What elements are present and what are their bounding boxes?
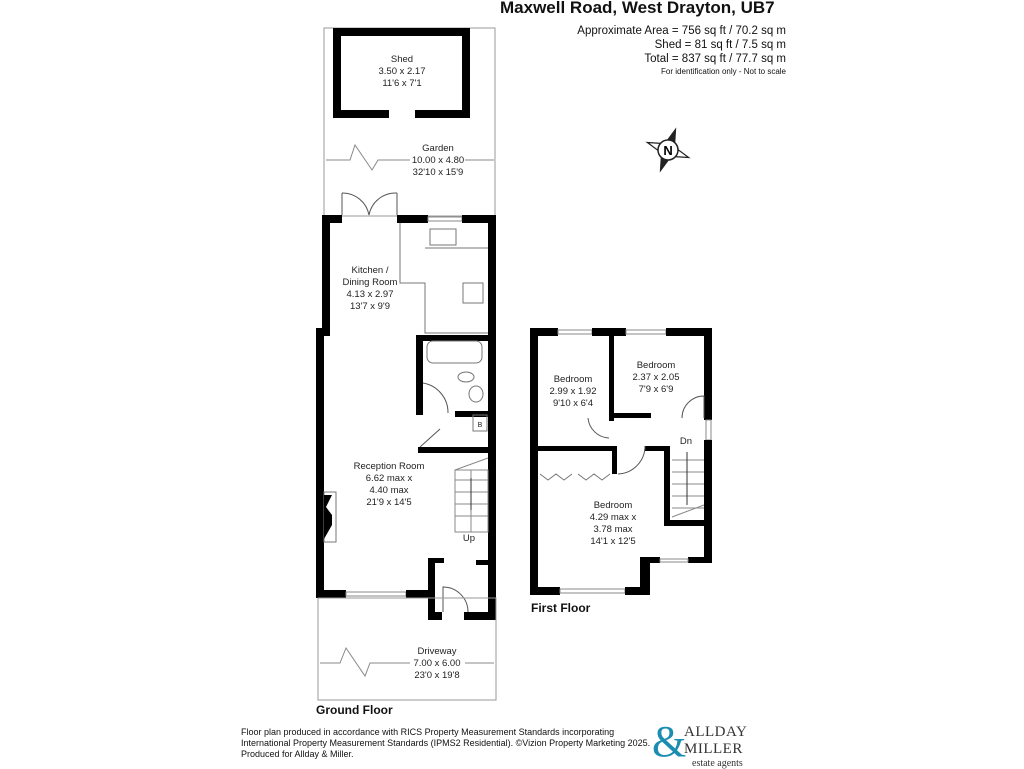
room-metric: 7.00 x 6.00 — [413, 658, 460, 669]
room-metric: 4.40 max — [369, 485, 408, 496]
room-name: Reception Room — [354, 461, 425, 472]
compass-label: N — [663, 143, 672, 158]
room-metric: 2.37 x 2.05 — [632, 372, 679, 383]
area-summary: Approximate Area = 756 sq ft / 70.2 sq m… — [577, 24, 786, 78]
room-imperial: 13'7 x 9'9 — [350, 301, 390, 312]
footer-disclaimer: Floor plan produced in accordance with R… — [241, 727, 650, 760]
room-name: Shed — [391, 54, 413, 65]
room-shed: Shed 3.50 x 2.17 11'6 x 7'1 — [378, 54, 425, 89]
ground-floor-label: Ground Floor — [316, 703, 393, 717]
room-imperial: 23'0 x 19'8 — [414, 670, 459, 681]
room-reception: Reception Room 6.62 max x 4.40 max 21'9 … — [354, 461, 425, 508]
room-garden: Garden 10.00 x 4.80 32'10 x 15'9 — [412, 143, 464, 178]
room-imperial: 14'1 x 12'5 — [590, 536, 635, 547]
room-name: Kitchen / — [352, 265, 389, 276]
stairs-down-label: Dn — [680, 436, 692, 447]
stairs-up-label: Up — [463, 533, 475, 544]
first-floor-plan: Dn — [530, 328, 712, 595]
room-kitchen-dining: Kitchen / Dining Room 4.13 x 2.97 13'7 x… — [343, 265, 398, 312]
logo-tagline: estate agents — [692, 758, 743, 769]
shed-area: Shed = 81 sq ft / 7.5 sq m — [654, 39, 786, 51]
room-metric: 3.78 max — [593, 524, 632, 535]
room-name: Bedroom — [637, 360, 676, 371]
approx-area: Approximate Area = 756 sq ft / 70.2 sq m — [577, 25, 786, 37]
room-metric: 2.99 x 1.92 — [549, 386, 596, 397]
room-name: Bedroom — [594, 500, 633, 511]
room-name: Dining Room — [343, 277, 398, 288]
room-name: Garden — [422, 143, 454, 154]
room-metric: 3.50 x 2.17 — [378, 66, 425, 77]
room-bedroom-1: Bedroom 4.29 max x 3.78 max 14'1 x 12'5 — [590, 500, 637, 547]
room-name: Bedroom — [554, 374, 593, 385]
footer-line: Floor plan produced in accordance with R… — [241, 727, 615, 737]
logo-ampersand: & — [652, 717, 687, 766]
footer-line: Produced for Allday & Miller. — [241, 749, 354, 759]
room-driveway: Driveway 7.00 x 6.00 23'0 x 19'8 — [413, 646, 460, 681]
room-name: Driveway — [417, 646, 456, 657]
boiler-label: B — [478, 422, 483, 429]
room-metric: 4.13 x 2.97 — [346, 289, 393, 300]
logo-line: ALLDAY — [684, 724, 748, 740]
compass-north-icon: N — [645, 127, 691, 173]
room-imperial: 7'9 x 6'9 — [639, 384, 674, 395]
total-area: Total = 837 sq ft / 77.7 sq m — [644, 53, 786, 65]
room-imperial: 21'9 x 14'5 — [366, 497, 411, 508]
room-metric: 4.29 max x — [590, 512, 637, 523]
room-imperial: 32'10 x 15'9 — [413, 167, 464, 178]
footer-line: International Property Measurement Stand… — [241, 738, 651, 748]
room-metric: 6.62 max x — [366, 473, 413, 484]
room-bedroom-3: Bedroom 2.99 x 1.92 9'10 x 6'4 — [549, 374, 596, 409]
page-title: Maxwell Road, West Drayton, UB7 — [500, 0, 775, 17]
first-floor-label: First Floor — [531, 601, 591, 615]
room-imperial: 11'6 x 7'1 — [382, 78, 421, 89]
ground-floor-plan: B Up — [316, 27, 497, 701]
allday-miller-logo: & ALLDAY MILLER estate agents — [652, 717, 762, 769]
room-imperial: 9'10 x 6'4 — [553, 398, 593, 409]
logo-line: MILLER — [684, 741, 743, 757]
room-bedroom-2: Bedroom 2.37 x 2.05 7'9 x 6'9 — [632, 360, 679, 395]
room-metric: 10.00 x 4.80 — [412, 155, 464, 166]
scale-note: For identification only - Not to scale — [661, 67, 786, 76]
